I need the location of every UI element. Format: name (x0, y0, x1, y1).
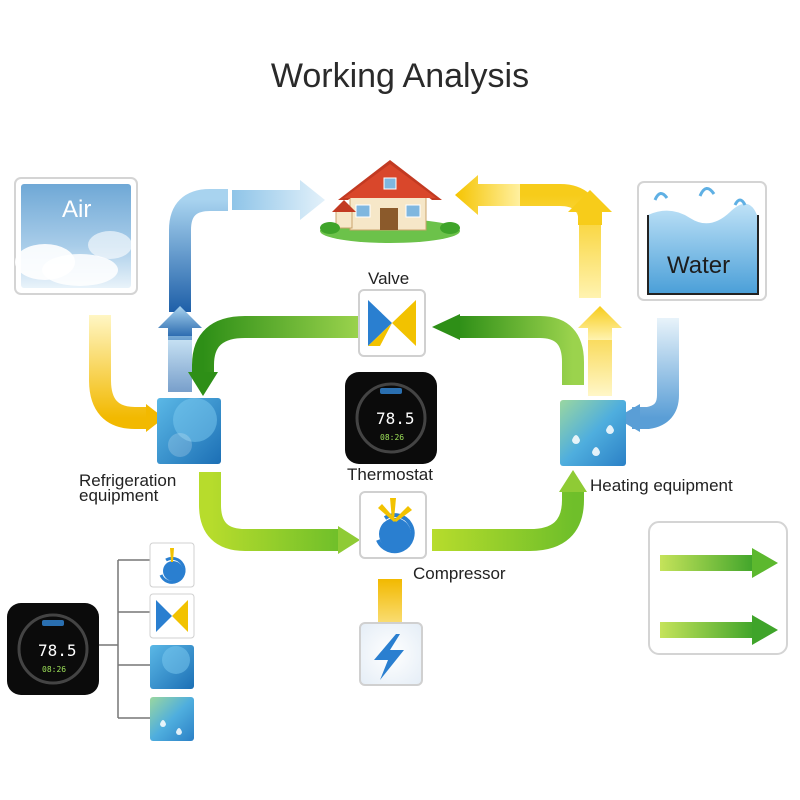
green-loop-arrows (188, 314, 587, 554)
compressor-icon (359, 491, 427, 559)
compressor-label: Compressor (413, 564, 506, 583)
page-title: Working Analysis (270, 57, 530, 95)
legend-arrow-green (660, 615, 778, 645)
legend-box (648, 521, 788, 655)
refrigeration-label-line2: equipment (79, 486, 159, 505)
tree-refrigeration-icon (150, 645, 194, 689)
heating-equipment-icon (560, 400, 626, 466)
refrigeration-equipment-icon (157, 398, 221, 464)
refrigeration-equipment-label: Refrigeration equipment (79, 471, 177, 505)
thermostat-temperature: 78.5 (376, 409, 415, 428)
air-label: Air (62, 196, 91, 223)
thermostat-device (345, 372, 437, 464)
valve-icon (358, 289, 426, 357)
heating-equipment-label: Heating equipment (590, 476, 733, 495)
legend-arrow-light-green (660, 548, 778, 578)
lightning-icon (359, 622, 423, 686)
tree-heating-icon (150, 697, 194, 741)
air-panel (14, 177, 138, 295)
small-thermostat-time: 08:26 (42, 665, 66, 674)
valve-label: Valve (368, 269, 410, 288)
tree-valve-icon (149, 593, 195, 639)
thermostat-time: 08:26 (380, 433, 404, 442)
connector-tree (99, 559, 150, 719)
refrigeration-label-line1: Refrigeration (79, 471, 177, 490)
air-flow-arrows (158, 180, 679, 432)
house-icon (320, 160, 460, 243)
water-label: Water (667, 252, 730, 279)
small-thermostat-temperature: 78.5 (38, 641, 77, 660)
yellow-flow-arrows (89, 175, 622, 654)
tree-compressor-icon (149, 542, 195, 588)
water-panel (637, 181, 767, 301)
thermostat-label: Thermostat (347, 465, 433, 484)
small-thermostat-device (7, 603, 99, 695)
